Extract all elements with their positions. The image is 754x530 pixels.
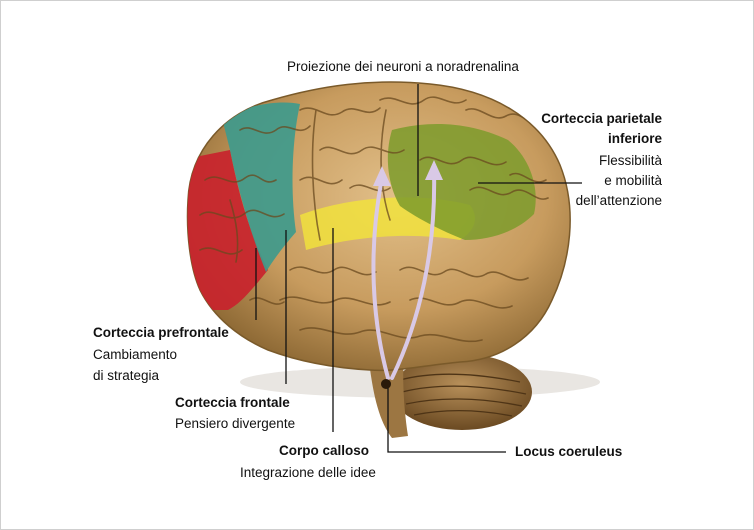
parietal-title-line2: inferiore [608,130,662,148]
frontal-title: Corteccia frontale [175,394,290,412]
callosum-desc: Integrazione delle idee [240,464,376,482]
prefrontal-title: Corteccia prefrontale [93,324,229,342]
callosum-title: Corpo calloso [279,442,369,460]
locus-coeruleus-marker [381,379,391,389]
parietal-desc-line3: dell’attenzione [576,192,662,210]
prefrontal-desc-line2: di strategia [93,367,159,385]
parietal-title-line1: Corteccia parietale [541,110,662,128]
parietal-desc-line2: e mobilità [604,172,662,190]
parietal-desc-line1: Flessibilità [599,152,662,170]
prefrontal-desc-line1: Cambiamento [93,346,177,364]
projection-label: Proiezione dei neuroni a noradrenalina [287,58,519,76]
locus-title: Locus coeruleus [515,443,622,461]
frontal-desc: Pensiero divergente [175,415,295,433]
